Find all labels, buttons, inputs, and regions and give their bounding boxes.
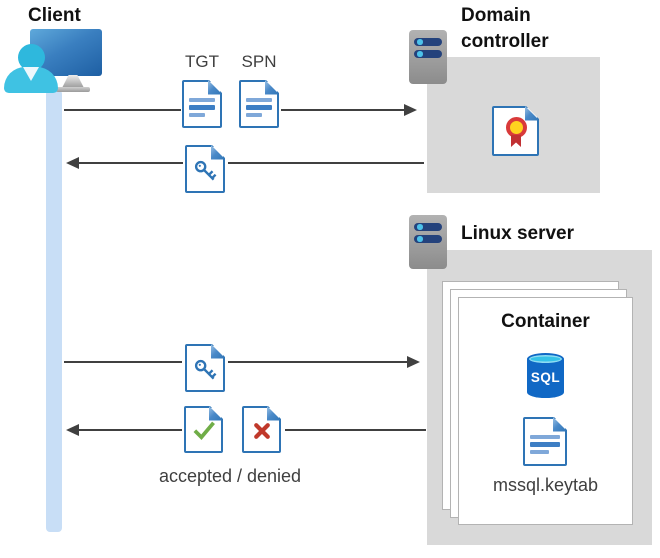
server-led-icon [417, 236, 423, 242]
keytab-label: mssql.keytab [492, 475, 599, 495]
page-fold-icon [553, 417, 568, 432]
arrow-line [281, 109, 404, 111]
user-icon [18, 44, 45, 71]
key-icon [192, 158, 218, 184]
x-icon [250, 420, 273, 443]
monitor-base [56, 87, 90, 92]
arrow-line [78, 429, 182, 431]
linux-server-label: Linux server [461, 223, 574, 244]
sql-database-icon: SQL [527, 353, 564, 398]
certificate-ribbon-icon [511, 135, 521, 147]
tgt-document-icon [182, 80, 222, 128]
arrow-line [64, 109, 181, 111]
arrow-line [285, 429, 426, 431]
arrowhead-left-icon [66, 156, 79, 169]
server-bar-icon [414, 234, 442, 243]
arrow-line [228, 361, 407, 363]
key-icon [192, 357, 218, 383]
server-led-icon [417, 224, 423, 230]
container-label: Container [501, 311, 590, 332]
page-fold-icon [267, 406, 282, 421]
container-card: Container SQL mssql.keytab [458, 297, 633, 525]
arrow-line [78, 162, 183, 164]
server-led-icon [417, 51, 423, 57]
page-fold-icon [265, 80, 280, 95]
linux-server-icon [409, 215, 447, 269]
monitor-stand [62, 75, 84, 88]
certificate-seal-icon [506, 117, 527, 138]
arrow-line [64, 361, 182, 363]
accepted-document-icon [184, 406, 223, 453]
client-label: Client [28, 5, 81, 26]
result-label: accepted / denied [158, 466, 302, 486]
key-ticket-document-icon [185, 145, 225, 193]
key-ticket-document-icon [185, 344, 225, 392]
server-bar-icon [414, 37, 442, 46]
tgt-label: TGT [185, 52, 219, 71]
spn-document-icon [239, 80, 279, 128]
spn-label: SPN [241, 52, 277, 71]
arrow-line [228, 162, 424, 164]
arrowhead-right-icon [404, 103, 417, 116]
denied-document-icon [242, 406, 281, 453]
server-bar-icon [414, 49, 442, 58]
certificate-document-icon [492, 106, 539, 156]
domain-controller-label: Domain controller [461, 5, 549, 52]
domain-controller-server-icon [409, 30, 447, 84]
arrowhead-right-icon [407, 355, 420, 368]
keytab-document-icon [523, 417, 567, 466]
server-led-icon [417, 39, 423, 45]
arrowhead-left-icon [66, 423, 79, 436]
check-icon [191, 419, 216, 444]
server-bar-icon [414, 222, 442, 231]
client-lifeline [46, 90, 62, 532]
page-fold-icon [208, 80, 223, 95]
